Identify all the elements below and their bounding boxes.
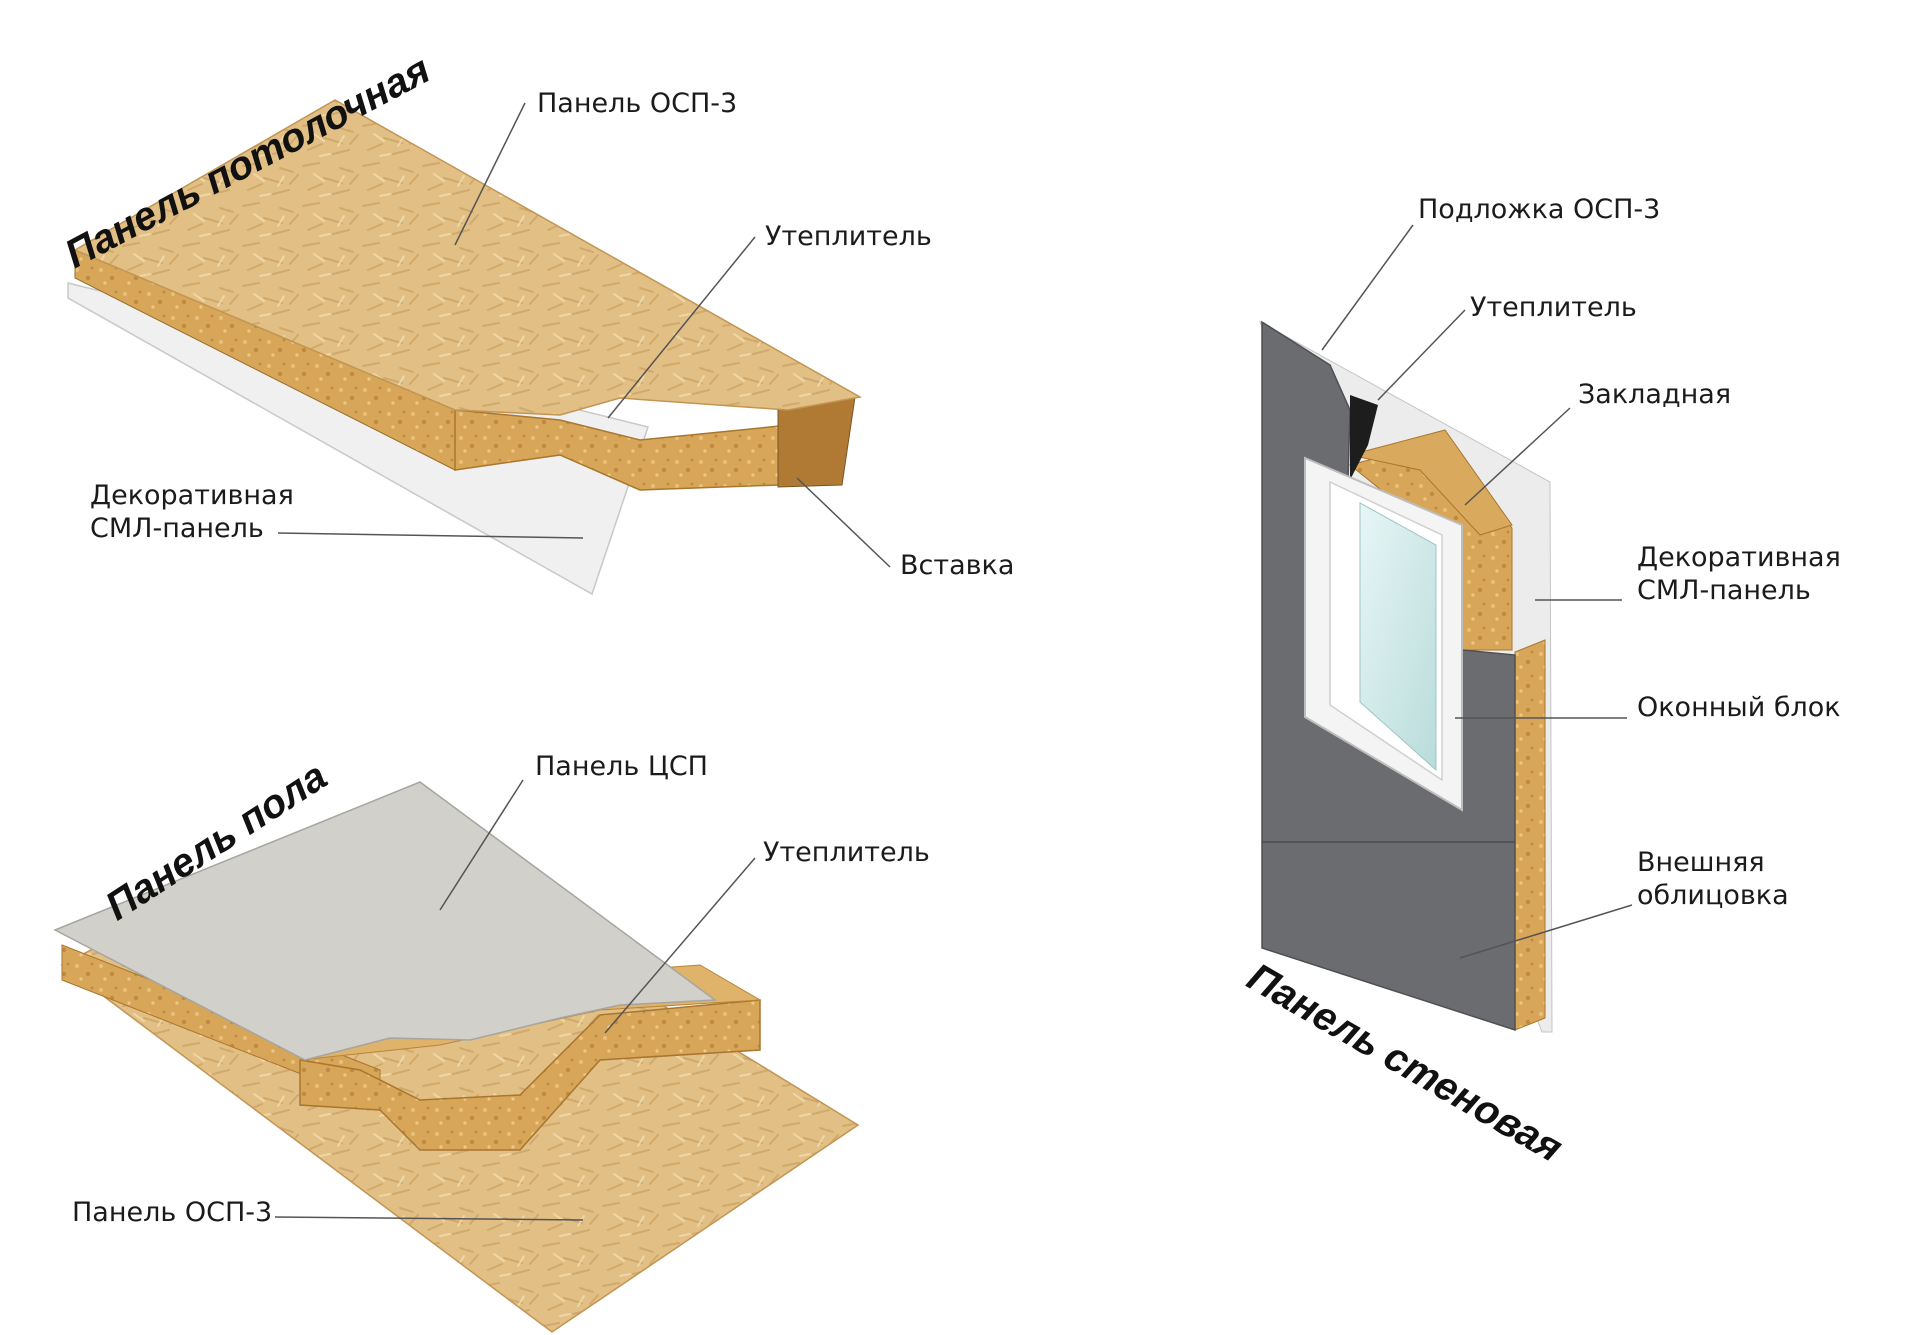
wall-insulation-label: Утеплитель	[1470, 292, 1637, 323]
leader-wall-osb-backing	[1321, 224, 1414, 351]
ceiling-sml-label-line2: СМЛ-панель	[90, 513, 264, 544]
floor-insulation-cut	[299, 999, 761, 1151]
ceiling-insert-label: Вставка	[900, 550, 1015, 581]
wall-sml-label-line1: Декоративная	[1637, 542, 1841, 573]
wall-panel-illustration	[1259, 320, 1553, 1033]
leader-ceiling-sml	[277, 532, 584, 539]
floor-insulation-label: Утеплитель	[763, 837, 930, 868]
wall-tear-dark	[1350, 395, 1378, 480]
window-glass	[1359, 502, 1437, 772]
wall-embed-block	[1349, 429, 1513, 536]
wall-sml-label-line2: СМЛ-панель	[1637, 575, 1811, 606]
leader-lines	[274, 102, 1633, 1221]
leader-wall-cladding	[1459, 904, 1633, 959]
wall-cladding-label-line1: Внешняя	[1637, 847, 1765, 878]
leader-ceiling-osb	[454, 102, 526, 246]
floor-csp-sheet	[53, 781, 718, 1061]
ceiling-panel-illustration	[67, 99, 863, 596]
ceiling-osb-top	[73, 99, 863, 416]
ceiling-osb-label: Панель ОСП-3	[537, 88, 738, 119]
leader-wall-insulation	[1377, 309, 1466, 401]
wall-osb-backing-label: Подложка ОСП-3	[1418, 194, 1661, 225]
ceiling-insulation-label: Утеплитель	[765, 221, 932, 252]
floor-csp-label: Панель ЦСП	[535, 751, 708, 782]
leader-floor-insulation	[604, 857, 756, 1034]
wall-cladding-label-line2: облицовка	[1637, 880, 1789, 911]
wall-insulation-side	[1514, 639, 1546, 1031]
floor-panel-illustration	[53, 781, 860, 1333]
floor-osb-label: Панель ОСП-3	[72, 1197, 273, 1228]
leader-floor-osb	[274, 1216, 584, 1221]
ceiling-insert-block	[777, 396, 856, 488]
leader-ceiling-insert	[796, 477, 891, 568]
leader-ceiling-insulation	[607, 236, 756, 419]
wall-window-label: Оконный блок	[1637, 692, 1841, 723]
leader-wall-embed	[1464, 407, 1571, 506]
ceiling-sml-label-line1: Декоративная	[90, 480, 294, 511]
leader-floor-csp	[439, 779, 524, 911]
wall-embed-label: Закладная	[1578, 379, 1732, 410]
